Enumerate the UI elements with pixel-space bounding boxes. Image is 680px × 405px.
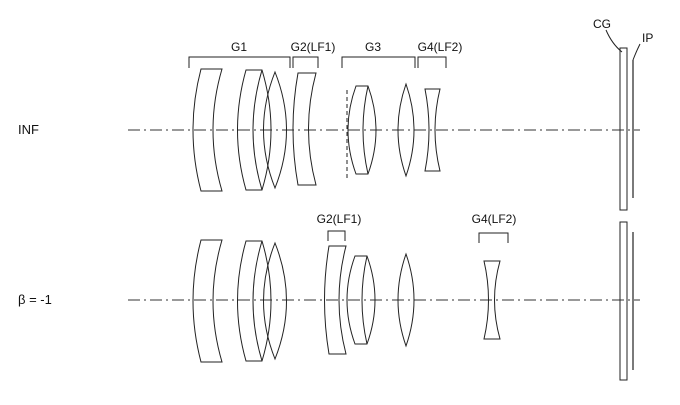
bracket-g3: [341, 56, 416, 68]
lens-g2-1: [292, 72, 317, 186]
lens-g1-1: [192, 68, 223, 192]
lens-g4-1-macro: [483, 260, 501, 340]
lens-g3-2-macro: [397, 252, 415, 348]
bracket-g2-macro: [327, 230, 346, 241]
lens-g1-cement-macro: [252, 240, 263, 362]
group-label-g1: G1: [231, 40, 247, 54]
lens-g4-1: [424, 88, 441, 172]
lens-g1-3: [263, 70, 287, 190]
group-label-g4-macro: G4(LF2): [472, 212, 517, 226]
lens-g1-1-macro: [192, 239, 223, 363]
lens-g2-1-macro: [324, 245, 347, 355]
bracket-g4: [417, 56, 447, 68]
lens-g3-2: [397, 82, 415, 178]
bracket-g1: [188, 56, 291, 68]
group-label-g2: G2(LF1): [291, 40, 336, 54]
group-label-g4: G4(LF2): [418, 40, 463, 54]
bracket-g4-macro: [478, 232, 509, 243]
label-image-plane: IP: [642, 31, 653, 45]
lens-g1-cement: [252, 69, 263, 191]
row-macro: β = -1 G2(LF1) G4(LF2): [18, 212, 640, 381]
group-label-g3: G3: [365, 40, 381, 54]
state-label-infinity: INF: [18, 122, 39, 137]
bracket-g2: [292, 56, 319, 68]
lens-g3-cement-macro: [361, 255, 368, 345]
label-cover-glass: CG: [593, 17, 611, 31]
leader-image-plane: [632, 43, 641, 61]
lens-g1-3-macro: [263, 241, 287, 361]
cover-glass-macro: [619, 221, 628, 381]
lens-g1-2-macro: [237, 240, 272, 362]
leader-cover-glass: [605, 29, 623, 53]
lens-g3-cement: [362, 85, 369, 175]
row-infinity: INF G1 G2(LF1) G3 G4(LF2) CG IP: [18, 17, 653, 211]
state-label-macro: β = -1: [18, 292, 52, 307]
group-label-g2-macro: G2(LF1): [317, 212, 362, 226]
cover-glass: [619, 47, 628, 211]
